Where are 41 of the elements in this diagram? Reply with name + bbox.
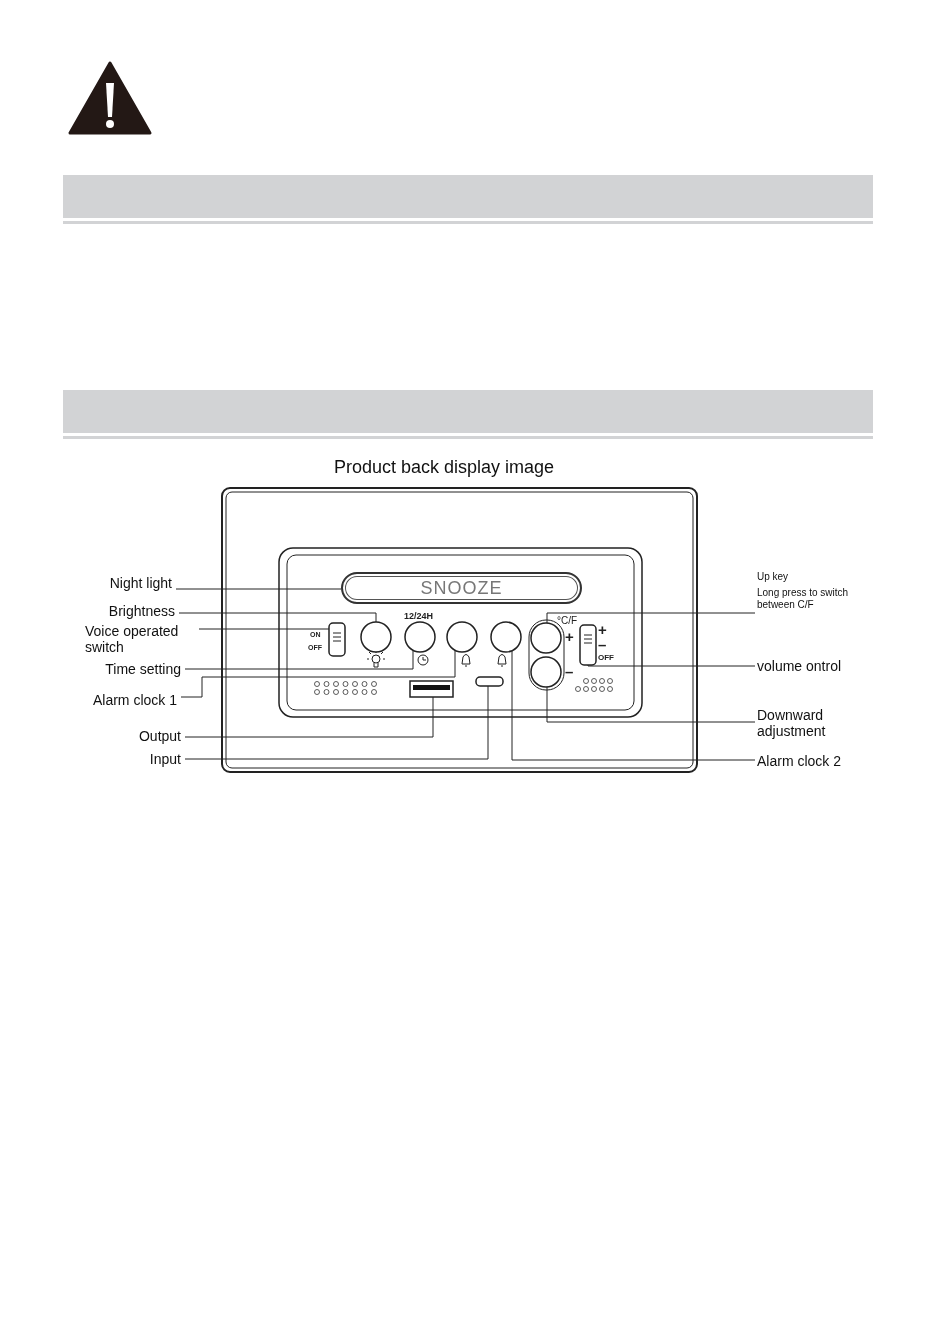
panel-marking: 12/24H (404, 611, 434, 621)
callout-label: Voice operated switch (85, 623, 195, 655)
callout-label: Alarm clock 1 (60, 692, 177, 708)
display-bar: SNOOZE (341, 572, 582, 604)
round-button (530, 622, 562, 654)
leader-line (587, 664, 756, 667)
callout-label: Brightness (60, 603, 175, 619)
callout-label: Long press to switch between C/F (757, 587, 850, 611)
leader-line (178, 612, 377, 623)
callout-label: Alarm clock 2 (757, 753, 867, 769)
panel-marking: – (598, 637, 607, 652)
callout-label: Downward adjustment (757, 707, 847, 739)
round-button (404, 621, 436, 653)
round-button (446, 621, 478, 653)
leader-line (184, 696, 434, 738)
leader-line (184, 649, 414, 670)
leader-line (180, 649, 456, 698)
round-button (530, 656, 562, 688)
leader-line (184, 685, 489, 760)
leader-line (175, 588, 342, 590)
callout-label: volume ontrol (757, 658, 867, 674)
panel-marking: + (565, 629, 574, 644)
panel-marking: – (565, 664, 574, 679)
callout-label: Time setting (60, 661, 181, 677)
leader-line (198, 628, 330, 630)
usb-c-port (475, 676, 504, 687)
round-button (360, 621, 392, 653)
panel-marking: OFF (598, 653, 614, 663)
callout-label: Up key (757, 571, 790, 583)
callout-label: Night light (60, 575, 172, 591)
diagram-title: Product back display image (334, 456, 555, 478)
leader-line (511, 650, 756, 761)
leader-line (546, 612, 756, 624)
leader-line (546, 686, 756, 723)
slide-switch (328, 622, 346, 657)
callout-label: Output (60, 728, 181, 744)
panel-marking: °C/F (557, 616, 578, 626)
callout-label: Input (60, 751, 181, 767)
panel-marking: + (598, 622, 607, 637)
round-button (490, 621, 522, 653)
slide-switch (579, 624, 597, 666)
